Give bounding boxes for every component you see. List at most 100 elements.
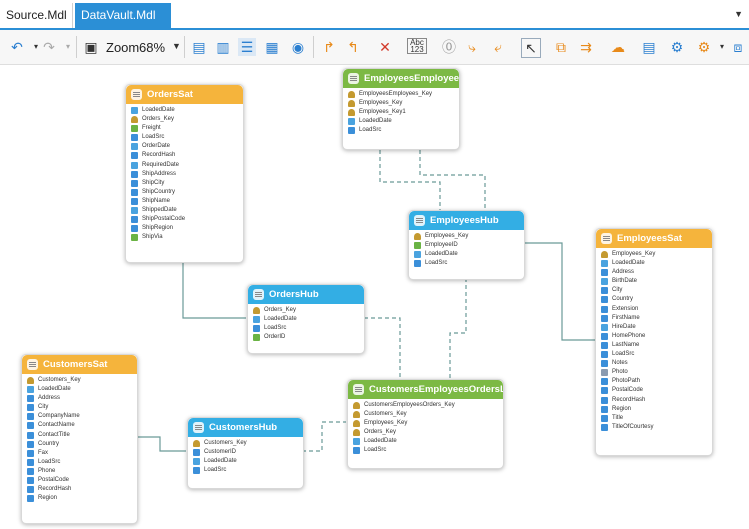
- settings-icon[interactable]: ⚙: [670, 39, 684, 55]
- field-row[interactable]: LoadedDate: [126, 106, 243, 115]
- field-row[interactable]: LoadSrc: [22, 458, 137, 467]
- field-row[interactable]: Freight: [126, 124, 243, 133]
- gear-dropdown-icon[interactable]: ⚙: [697, 39, 711, 55]
- field-row[interactable]: LoadSrc: [596, 350, 712, 359]
- field-row[interactable]: Customers_Key: [348, 410, 503, 419]
- field-row[interactable]: ShipPostalCode: [126, 215, 243, 224]
- field-row[interactable]: RequiredDate: [126, 161, 243, 170]
- field-row[interactable]: ShippedDate: [126, 206, 243, 215]
- field-row[interactable]: Extension: [596, 305, 712, 314]
- pointer-icon[interactable]: ↖: [521, 38, 541, 58]
- preview-eye-icon[interactable]: ◉: [291, 39, 305, 55]
- layout-icon[interactable]: ⧈: [733, 39, 743, 55]
- relation-reverse-icon[interactable]: ↰: [347, 39, 359, 55]
- field-row[interactable]: OrderDate: [126, 142, 243, 151]
- field-row[interactable]: TitleOfCourtesy: [596, 423, 712, 432]
- zoom-fit-icon[interactable]: ▣: [84, 39, 98, 55]
- field-row[interactable]: Employees_Key1: [343, 108, 459, 117]
- field-row[interactable]: RecordHash: [596, 396, 712, 405]
- field-row[interactable]: PostalCode: [596, 386, 712, 395]
- zoom-value[interactable]: 68%: [139, 40, 166, 55]
- field-row[interactable]: OrderID: [248, 333, 364, 342]
- zoom-dropdown-icon[interactable]: ▼: [172, 41, 181, 51]
- field-row[interactable]: LoadSrc: [348, 446, 503, 455]
- field-row[interactable]: HomePhone: [596, 332, 712, 341]
- field-row[interactable]: LoadedDate: [22, 385, 137, 394]
- field-row[interactable]: Country: [22, 440, 137, 449]
- field-row[interactable]: PostalCode: [22, 476, 137, 485]
- image-view-icon[interactable]: ▦: [265, 39, 279, 55]
- field-row[interactable]: City: [596, 286, 712, 295]
- field-row[interactable]: ContactTitle: [22, 431, 137, 440]
- field-row[interactable]: LoadSrc: [126, 133, 243, 142]
- field-row[interactable]: Customers_Key: [188, 439, 303, 448]
- field-row[interactable]: Fax: [22, 449, 137, 458]
- field-row[interactable]: LoadedDate: [596, 259, 712, 268]
- field-row[interactable]: CustomersEmployeesOrders_Key: [348, 401, 503, 410]
- field-row[interactable]: Title: [596, 414, 712, 423]
- field-row[interactable]: EmployeeID: [409, 241, 524, 250]
- field-row[interactable]: RecordHash: [126, 151, 243, 160]
- entity-employees-employees-link[interactable]: EmployeesEmployees... EmployeesEmployees…: [342, 68, 460, 150]
- field-row[interactable]: ShipCountry: [126, 188, 243, 197]
- field-row[interactable]: Employees_Key: [343, 99, 459, 108]
- field-row[interactable]: LoadedDate: [409, 250, 524, 259]
- field-row[interactable]: LoadSrc: [343, 126, 459, 135]
- field-row[interactable]: Address: [596, 268, 712, 277]
- field-row[interactable]: Orders_Key: [248, 306, 364, 315]
- field-row[interactable]: City: [22, 403, 137, 412]
- list-view-icon[interactable]: ☰: [238, 38, 256, 56]
- field-row[interactable]: HireDate: [596, 323, 712, 332]
- field-row[interactable]: Orders_Key: [126, 115, 243, 124]
- export-icon[interactable]: ⇉: [580, 39, 592, 55]
- field-row[interactable]: LastName: [596, 341, 712, 350]
- field-row[interactable]: ShipName: [126, 197, 243, 206]
- field-row[interactable]: EmployeesEmployees_Key: [343, 90, 459, 99]
- counter-icon[interactable]: ⓪: [442, 39, 456, 55]
- header-view-icon[interactable]: ▥: [216, 39, 230, 55]
- field-row[interactable]: LoadedDate: [188, 457, 303, 466]
- field-row[interactable]: ShipCity: [126, 179, 243, 188]
- field-row[interactable]: LoadedDate: [343, 117, 459, 126]
- tab-list-dropdown-icon[interactable]: ▼: [734, 9, 743, 19]
- delete-relation-icon[interactable]: ✕: [379, 39, 391, 55]
- cloud-upload-icon[interactable]: ☁: [611, 39, 625, 55]
- field-row[interactable]: LoadSrc: [409, 259, 524, 268]
- relation-icon[interactable]: ↱: [323, 39, 335, 55]
- field-row[interactable]: Region: [596, 405, 712, 414]
- undo-dropdown-icon[interactable]: ▾: [33, 42, 38, 51]
- field-row[interactable]: ShipRegion: [126, 224, 243, 233]
- field-row[interactable]: Address: [22, 394, 137, 403]
- field-row[interactable]: CustomerID: [188, 448, 303, 457]
- field-row[interactable]: ShipAddress: [126, 170, 243, 179]
- undo-icon[interactable]: ↶: [11, 39, 23, 55]
- route-alt-icon[interactable]: ⤶: [494, 39, 502, 55]
- field-row[interactable]: PhotoPath: [596, 377, 712, 386]
- redo-dropdown-icon[interactable]: ▾: [65, 42, 70, 51]
- field-row[interactable]: FirstName: [596, 314, 712, 323]
- field-row[interactable]: LoadSrc: [188, 466, 303, 475]
- gear-dropdown-arrow-icon[interactable]: ▾: [719, 42, 724, 51]
- field-row[interactable]: ContactName: [22, 421, 137, 430]
- field-row[interactable]: Notes: [596, 359, 712, 368]
- field-row[interactable]: Country: [596, 295, 712, 304]
- field-row[interactable]: CompanyName: [22, 412, 137, 421]
- entity-customers-employees-orders-link[interactable]: CustomersEmployeesOrdersLink CustomersEm…: [347, 379, 504, 469]
- field-row[interactable]: LoadedDate: [248, 315, 364, 324]
- field-row[interactable]: LoadedDate: [348, 437, 503, 446]
- field-row[interactable]: ShipVia: [126, 233, 243, 242]
- field-row[interactable]: BirthDate: [596, 277, 712, 286]
- document-lock-icon[interactable]: ▤: [642, 39, 656, 55]
- route-icon[interactable]: ⤷: [468, 39, 476, 55]
- field-row[interactable]: Region: [22, 494, 137, 503]
- field-row[interactable]: Employees_Key: [596, 250, 712, 259]
- tab-source-mdl[interactable]: Source.Mdl: [0, 3, 73, 28]
- tab-datavault-mdl[interactable]: DataVault.Mdl: [75, 3, 171, 28]
- field-row[interactable]: Photo: [596, 368, 712, 377]
